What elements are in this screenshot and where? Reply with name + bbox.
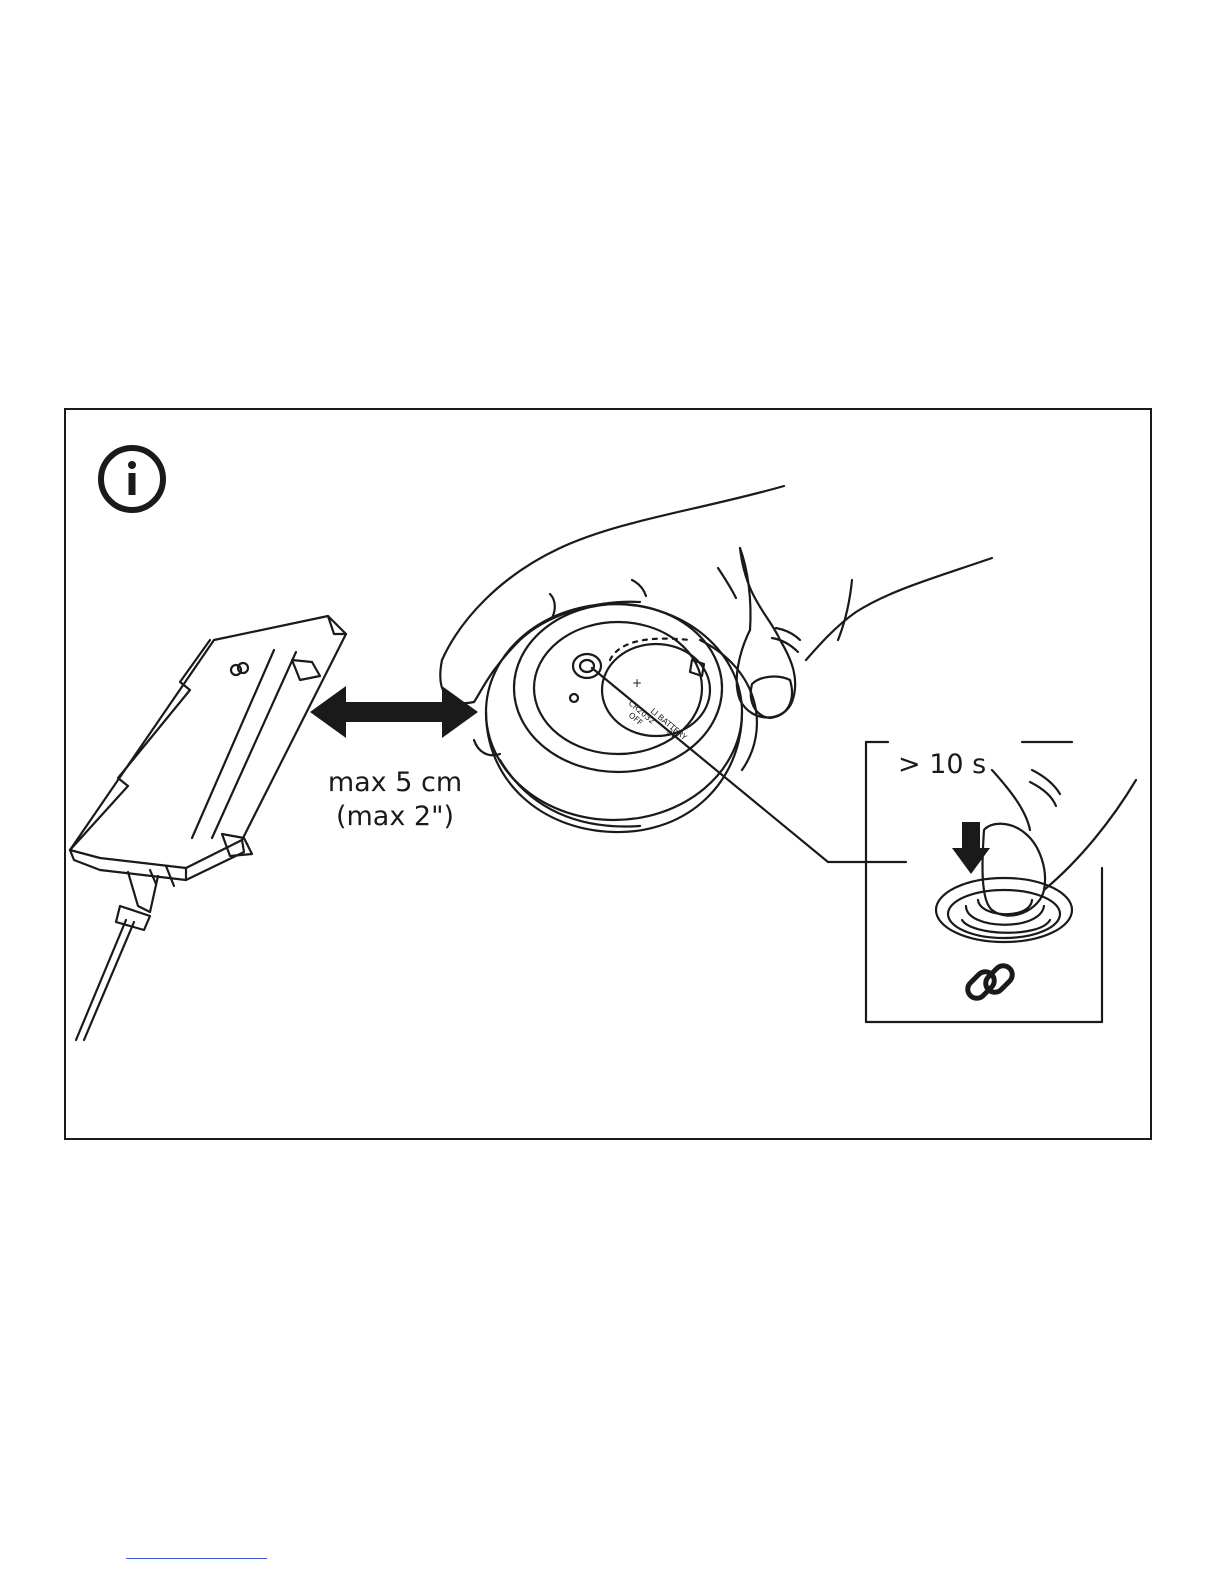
distance-in: (max 2") (300, 800, 490, 834)
battery-plus: + (632, 676, 642, 690)
distance-cm: max 5 cm (300, 766, 490, 800)
press-duration-label: > 10 s (898, 750, 986, 780)
distance-arrow (310, 686, 478, 738)
info-icon (101, 448, 163, 510)
distance-label: max 5 cm (max 2") (300, 766, 490, 834)
leader-line (592, 668, 906, 862)
link-icon (964, 962, 1016, 1002)
remote-puck (486, 604, 757, 832)
footer-link-underline[interactable] (126, 1558, 267, 1559)
